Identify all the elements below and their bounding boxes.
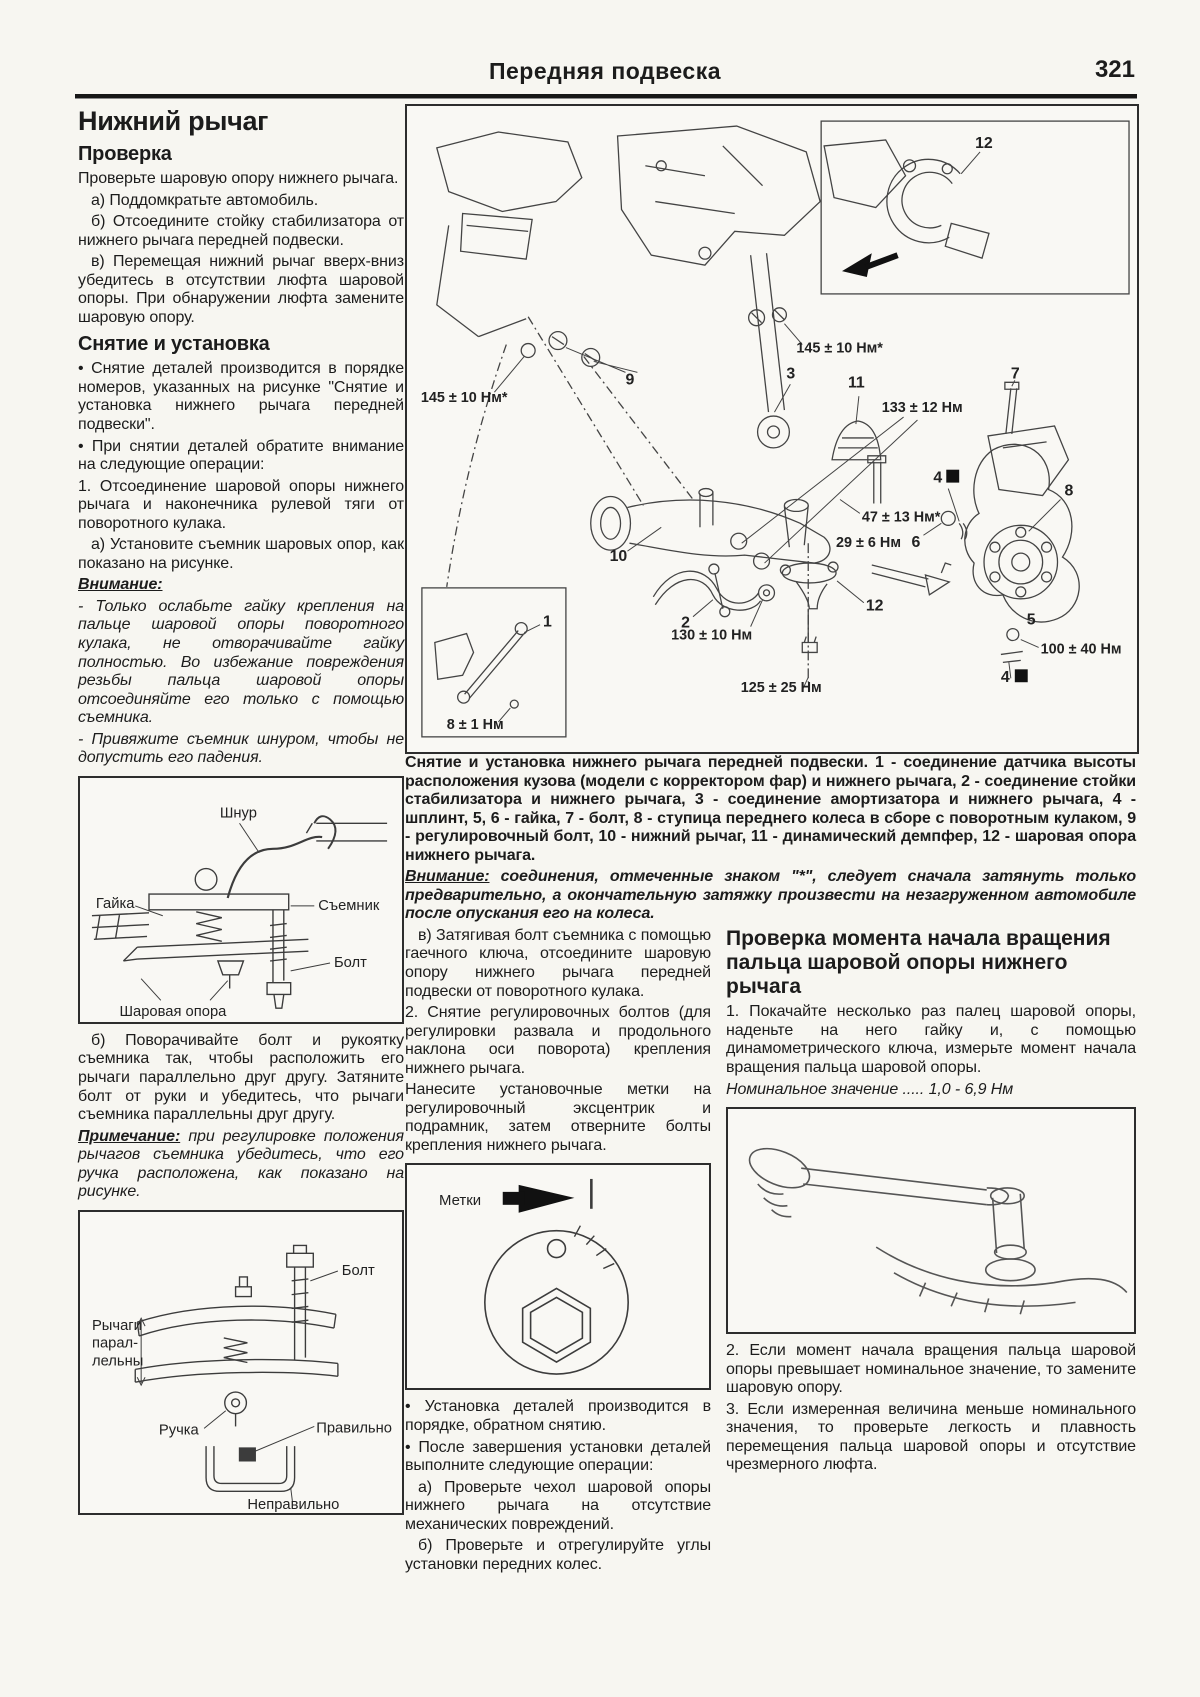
note-label: Примечание: bbox=[78, 1127, 181, 1145]
torque-125: 125 ± 25 Нм bbox=[741, 680, 822, 696]
warning-label: Внимание: bbox=[78, 576, 163, 594]
mid-marks-text: Нанесите установочные метки на регулиров… bbox=[405, 1081, 711, 1154]
label-nut: Гайка bbox=[96, 896, 135, 912]
caption-warning-label: Внимание: bbox=[405, 868, 490, 886]
caption-warning-text: соединения, отмеченные знаком "*", следу… bbox=[405, 868, 1136, 923]
torque-145-top: 145 ± 10 Нм* bbox=[796, 341, 883, 357]
torque-wrench-illustration bbox=[748, 1147, 1128, 1315]
figure-puller: Шнур Гайка Съемник Болт Шаровая опора bbox=[78, 775, 404, 1024]
label-ball-joint: Шаровая опора bbox=[119, 1004, 227, 1020]
parallel-drawing bbox=[134, 1244, 339, 1504]
removal-step-b: б) Поворачивайте болт и рукоятку съемник… bbox=[78, 1031, 404, 1124]
marks-illustration: Метки bbox=[439, 1179, 629, 1376]
parallel-illustration: Болт Рычаги парал- лельны Ручка Правильн… bbox=[92, 1244, 392, 1513]
part-number-1: 1 bbox=[543, 614, 552, 631]
part-number-10: 10 bbox=[610, 548, 628, 565]
part-number-11: 11 bbox=[848, 374, 865, 391]
part-number-2: 2 bbox=[681, 615, 690, 632]
page-header-title: Передняя подвеска bbox=[488, 58, 722, 84]
label-marks: Метки bbox=[439, 1192, 481, 1209]
inset-arrow-icon bbox=[842, 252, 899, 278]
part-number-5: 5 bbox=[1027, 612, 1036, 629]
puller-illustration: Шнур Гайка Съемник Болт Шаровая опора bbox=[91, 805, 388, 1020]
torque-145-left: 145 ± 10 Нм* bbox=[421, 390, 508, 406]
part-number-6: 6 bbox=[912, 534, 921, 551]
wrench-drawing bbox=[748, 1147, 1128, 1315]
check-intro: Проверьте шаровую опору нижнего рычага. bbox=[78, 170, 399, 187]
nominal-value: Номинальное значение ..... 1,0 - 6,9 Нм bbox=[726, 1080, 1014, 1098]
part-number-3: 3 bbox=[786, 365, 795, 382]
mid-item-b: б) Проверьте и отрегулируйте углы устано… bbox=[405, 1537, 711, 1573]
torque-100: 100 ± 40 Нм bbox=[1041, 641, 1122, 657]
figure-torque-wrench-photo bbox=[726, 1107, 1136, 1335]
label-correct: Правильно bbox=[316, 1420, 392, 1436]
mid-bullet-install: • Установка деталей производится в поряд… bbox=[405, 1398, 711, 1435]
removal-bullet-2: • При снятии деталей обратите внимание н… bbox=[78, 437, 404, 474]
page-number: 321 bbox=[1094, 56, 1135, 83]
check-item-v: в) Перемещая нижний рычаг вверх-вниз убе… bbox=[78, 253, 404, 326]
part-number-4a: 4 bbox=[933, 470, 942, 487]
check-item-b: б) Отсоедините стойку стабилизатора от н… bbox=[78, 213, 404, 249]
right-p1: 1. Покачайте несколько раз палец шаровой… bbox=[726, 1003, 1136, 1076]
figure-parallel: Болт Рычаги парал- лельны Ручка Правильн… bbox=[78, 1209, 404, 1515]
part-number-7: 7 bbox=[1011, 365, 1020, 382]
label-puller: Съемник bbox=[318, 898, 380, 914]
label-handle: Ручка bbox=[159, 1422, 200, 1438]
caption-area: Снятие и установка нижнего рычага передн… bbox=[405, 754, 1136, 1577]
figure-marks: Метки bbox=[405, 1163, 711, 1391]
inset-part-number-12: 12 bbox=[975, 135, 993, 152]
torque-29: 29 ± 6 Нм bbox=[836, 535, 901, 551]
middle-column: в) Затягивая болт съемника с помощью гае… bbox=[405, 927, 711, 1577]
part-number-12: 12 bbox=[866, 598, 884, 615]
removal-step1: 1. Отсоединение шаровой опоры нижнего ры… bbox=[78, 477, 404, 532]
mid-step-v: в) Затягивая болт съемника с помощью гае… bbox=[405, 926, 711, 1000]
right-lower-column: Проверка момента начала вращения пальца … bbox=[726, 927, 1136, 1577]
label-arms-1: Рычаги bbox=[92, 1318, 142, 1334]
torque-133: 133 ± 12 Нм bbox=[882, 400, 963, 416]
new-part-marker bbox=[1014, 669, 1028, 683]
caption-warning: Внимание: соединения, отмеченные знаком … bbox=[405, 868, 1136, 924]
removal-bullet-1: • Снятие деталей производится в порядке … bbox=[78, 360, 404, 434]
marks-drawing bbox=[484, 1179, 629, 1376]
label-incorrect: Неправильно bbox=[247, 1497, 339, 1513]
label-cord: Шнур bbox=[220, 805, 257, 821]
part-number-4b: 4 bbox=[1001, 669, 1010, 686]
puller-drawing bbox=[91, 815, 388, 1009]
left-column: Нижний рычаг Проверка Проверьте шаровую … bbox=[78, 106, 404, 1523]
part-number-9: 9 bbox=[625, 371, 634, 388]
check-item-a: а) Поддомкратьте автомобиль. bbox=[91, 191, 319, 209]
label-bolt2: Болт bbox=[342, 1263, 375, 1279]
warning-item-2: - Привяжите съемник шнуром, чтобы не доп… bbox=[78, 730, 404, 767]
right-p3: 3. Если измеренная величина меньше номин… bbox=[726, 1400, 1136, 1474]
marks-arrow-icon bbox=[502, 1185, 575, 1214]
right-p2: 2. Если момент начала вращения пальца ша… bbox=[726, 1342, 1136, 1397]
main-figure-caption: Снятие и установка нижнего рычага передн… bbox=[405, 754, 1136, 864]
label-arms-2: парал- bbox=[92, 1336, 138, 1352]
header-rule bbox=[75, 94, 1137, 99]
new-part-marker bbox=[946, 469, 960, 483]
torque-check-heading: Проверка момента начала вращения пальца … bbox=[726, 926, 1111, 999]
torque-47: 47 ± 13 Нм* bbox=[862, 509, 941, 525]
warning-item-1: - Только ослабьте гайку крепления на пал… bbox=[78, 597, 404, 727]
label-bolt: Болт bbox=[334, 955, 367, 971]
note-text: при регулировке положения рычагов съемни… bbox=[78, 1127, 404, 1201]
diagram-linework bbox=[421, 120, 1130, 738]
removal-step1a: а) Установите съемник шаровых опор, как … bbox=[78, 536, 404, 572]
torque-130: 130 ± 10 Нм bbox=[671, 628, 752, 644]
part-number-8: 8 bbox=[1064, 483, 1073, 500]
mid-item-a: а) Проверьте чехол шаровой опоры нижнего… bbox=[405, 1478, 711, 1533]
main-diagram-figure: 145 ± 10 Нм* 145 ± 10 Нм* 133 ± 12 Нм 47… bbox=[405, 104, 1139, 754]
label-arms-3: лельны bbox=[92, 1353, 143, 1369]
mid-bullet-after: • После завершения установки деталей вып… bbox=[405, 1438, 711, 1475]
mid-step-2: 2. Снятие регулировочных болтов (для рег… bbox=[405, 1004, 711, 1077]
torque-8: 8 ± 1 Нм bbox=[447, 717, 504, 733]
removal-heading: Снятие и установка bbox=[78, 333, 270, 356]
check-heading: Проверка bbox=[78, 143, 172, 165]
suspension-exploded-view: 145 ± 10 Нм* 145 ± 10 Нм* 133 ± 12 Нм 47… bbox=[421, 120, 1130, 738]
section-title: Нижний рычаг bbox=[78, 106, 269, 136]
